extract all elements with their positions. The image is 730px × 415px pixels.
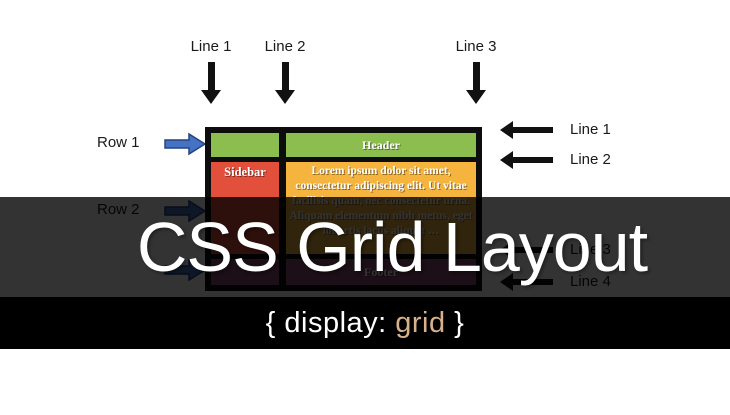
title-overlay-band	[0, 197, 730, 297]
column-line-2-label: Line 2	[264, 38, 306, 55]
left-arrow-icon	[500, 121, 553, 139]
down-arrow-icon	[466, 62, 486, 104]
column-line-3-label: Line 3	[455, 38, 497, 55]
down-arrow-icon	[201, 62, 221, 104]
code-suffix: }	[445, 307, 465, 339]
column-line-1-label: Line 1	[190, 38, 232, 55]
page-title: CSS Grid Layout	[136, 208, 648, 286]
subtitle-band: { display: grid }	[0, 297, 730, 349]
down-arrow-icon	[275, 62, 295, 104]
grid-cell-header: Header	[286, 133, 476, 157]
grid-cell-top-left	[211, 133, 279, 157]
right-arrow-icon	[164, 132, 207, 156]
code-prefix: { display:	[265, 307, 396, 339]
left-arrow-icon	[500, 151, 553, 169]
row-line-2-label: Line 2	[570, 151, 611, 168]
row-1-label: Row 1	[97, 134, 140, 151]
row-line-1-label: Line 1	[570, 121, 611, 138]
code-keyword: grid	[395, 307, 446, 339]
